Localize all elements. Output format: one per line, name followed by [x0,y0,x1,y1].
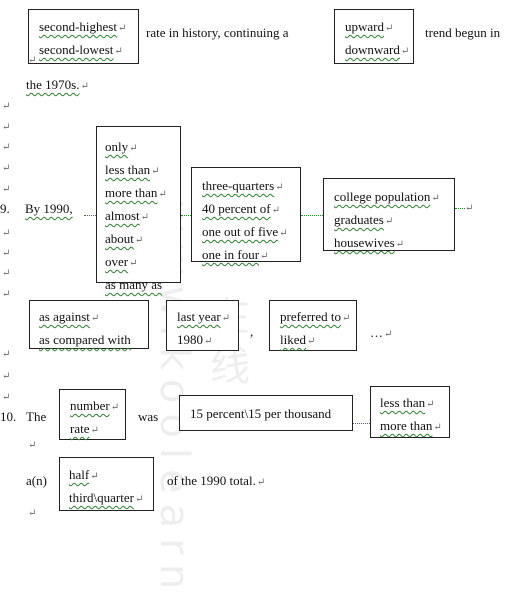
choice-more-than-2: more than [380,418,433,433]
choice-second-highest: second-highest [39,19,117,34]
choice-40-percent-of: 40 percent of [202,201,271,216]
paragraph-mark: ↵ [2,228,11,239]
choice-number: number [70,398,110,413]
choice-third-quarter: third\quarter [69,490,134,505]
choice-only: only [105,139,129,154]
choice-one-in-four: one in four [202,247,260,262]
choice-downward: downward [345,42,400,57]
choice-upward: upward [345,19,384,34]
sentence-9-number: 9. [0,201,10,216]
paragraph-mark: ↵ [28,55,37,66]
direction-choice-box: upward↵ downward↵ [334,9,414,64]
paragraph-mark: ↵ [2,268,11,279]
sentence-9-intro: By 1990, [25,201,73,216]
quantifier-choice-box: only↵ less than↵ more than↵ almost↵ abou… [96,126,181,292]
paragraph-mark: ↵ [2,184,11,195]
paragraph-mark: ↵ [465,203,474,214]
row1-middle-text: rate in history, continuing a [146,25,289,40]
verb-was: was [138,409,159,424]
row2-text: the 1970s.↵ [26,77,89,92]
choice-last-year: last year [177,309,221,324]
paragraph-mark: ↵ [2,101,11,112]
choice-1980: 1980 [177,332,203,347]
final-tail-text: of the 1990 total.↵ [167,473,266,488]
sentence-10-intro: The [26,409,47,424]
connector-line [181,210,191,216]
paragraph-mark: ↵ [2,248,11,259]
article-an: a(n) [26,473,47,488]
choice-as-many-as: as many as [105,277,163,292]
row1-end-text: trend begun in [425,25,501,40]
group-choice-box: college population↵ graduates↵ housewive… [323,178,455,251]
choice-less-than-2: less than [380,395,426,410]
choice-as-against: as against [39,309,90,324]
ellipsis: …↵ [370,325,393,340]
value-choice-box: 15 percent\15 per thousand [179,395,353,431]
comma: , [250,324,254,339]
comparative-choice-box: less than↵ more than↵ [370,386,450,438]
choice-second-lowest: second-lowest [39,42,114,57]
choice-more-than: more than [105,185,158,200]
paragraph-mark: ↵ [2,371,11,382]
fraction-choice-box: three-quarters↵ 40 percent of↵ one out o… [191,167,301,262]
portion-choice-box: half↵ third\quarter↵ [59,457,154,511]
choice-15-percent: 15 percent\15 per thousand [190,406,332,421]
comparison-choice-box: as against↵ as compared with [29,300,149,349]
choice-preferred-to: preferred to [280,309,341,324]
choice-about: about [105,231,134,246]
choice-rate: rate [70,421,90,436]
sentence-10-number: 10. [0,409,17,424]
measure-choice-box: number↵ rate↵ [59,389,126,440]
choice-almost: almost [105,208,140,223]
choice-liked: liked [280,332,306,347]
choice-less-than: less than [105,162,151,177]
paragraph-mark: ↵ [2,122,11,133]
paragraph-mark: ↵ [2,142,11,153]
connector-line [353,418,370,424]
paragraph-mark: ↵ [28,508,37,519]
paragraph-mark: ↵ [2,349,11,360]
connector-line [84,210,96,216]
paragraph-mark: ↵ [2,289,11,300]
paragraph-mark: ↵ [28,440,37,451]
connector-line [301,210,323,216]
choice-housewives: housewives [334,235,395,250]
choice-three-quarters: three-quarters [202,178,275,193]
choice-one-out-of-five: one out of five [202,224,279,239]
time-choice-box: last year↵ 1980↵ [166,300,239,351]
paragraph-mark: ↵ [2,392,11,403]
connector-line [455,203,465,209]
superlative-choice-box: second-highest↵ second-lowest↵ [28,9,139,64]
choice-over: over [105,254,129,269]
choice-college-population: college population [334,189,431,204]
paragraph-mark: ↵ [2,163,11,174]
choice-as-compared-with: as compared with [39,332,131,347]
choice-graduates: graduates [334,212,384,227]
choice-half: half [69,467,90,482]
preference-choice-box: preferred to↵ liked↵ [269,300,357,351]
